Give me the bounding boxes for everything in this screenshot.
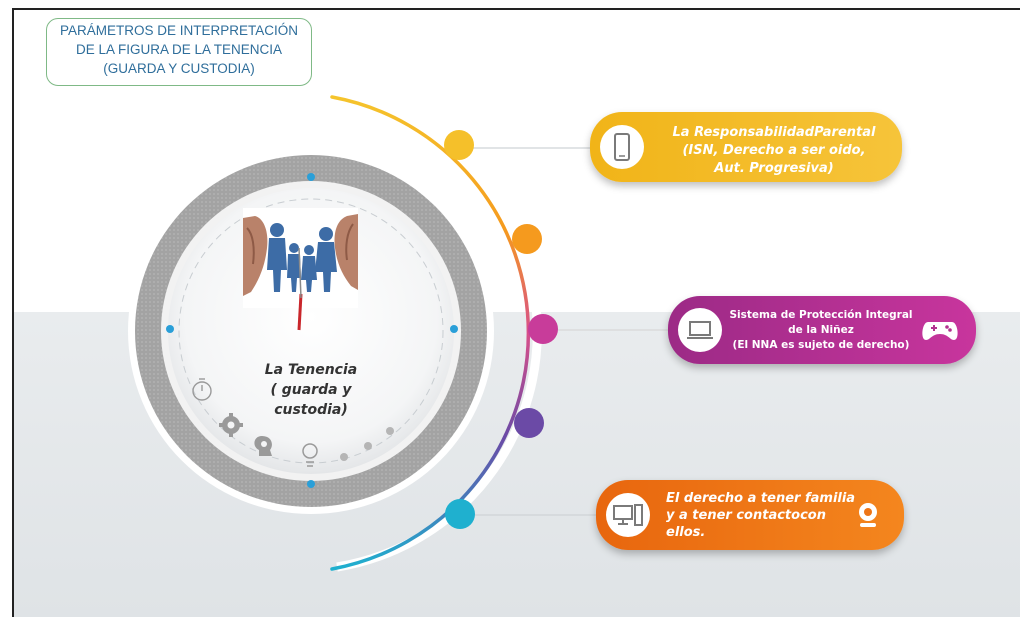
arc-dot [444, 130, 474, 160]
title-box: PARÁMETROS DE INTERPRETACIÓN DE LA FIGUR… [46, 18, 312, 86]
icon-circle [678, 308, 722, 352]
hub-label-line: La Tenencia [264, 362, 358, 378]
icon-circle [600, 125, 644, 169]
node-responsabilidad-parental: La ResponsabilidadParental (ISN, Derecho… [590, 112, 902, 182]
hub-face [168, 188, 454, 474]
arc-dot [528, 314, 558, 344]
webcam-icon [859, 503, 877, 527]
frame-line-left [12, 8, 14, 617]
hub-marker-dot [166, 325, 174, 333]
frame-line-top [12, 8, 1020, 10]
node-text-line: y a tener contactocon [666, 508, 826, 523]
node-text-line: (ISN, Derecho a ser oido, [682, 143, 866, 158]
title-line: (GUARDA Y CUSTODIA) [103, 61, 255, 76]
family-photo [243, 208, 358, 331]
node-text-line: ellos. [666, 525, 706, 540]
laptop-icon [687, 321, 713, 339]
node-text: Sistema de Protección Integral de la Niñ… [726, 308, 916, 353]
title-line: PARÁMETROS DE INTERPRETACIÓN [59, 23, 299, 38]
timeline-arc [330, 95, 531, 571]
head-gear-icon [254, 436, 272, 456]
arc-dot [445, 499, 475, 529]
hub-marker-dot [307, 480, 315, 488]
decor-dot [386, 427, 394, 435]
node-sistema-proteccion: Sistema de Protección Integral de la Niñ… [668, 296, 976, 364]
hub-marker-dot [450, 325, 458, 333]
hub-dashed-ring [178, 198, 444, 464]
gamepad-icon [922, 322, 958, 340]
hub-marker-dot [307, 173, 315, 181]
lightbulb-icon [302, 443, 318, 467]
desktop-computer-icon [613, 504, 643, 526]
node-text: El derecho a tener familia y a tener con… [666, 490, 866, 541]
node-text-line: Sistema de Protección Integral [729, 309, 913, 321]
decor-dot [340, 453, 348, 461]
hub-label-line: ( guarda y custodia) [270, 382, 352, 418]
decor-dot [364, 442, 372, 450]
stopwatch-icon [192, 378, 212, 401]
node-text-line: Aut. Progresiva) [714, 161, 834, 176]
node-text: La ResponsabilidadParental (ISN, Derecho… [654, 124, 894, 178]
hub-label: La Tenencia ( guarda y custodia) [236, 360, 386, 420]
node-text-line: La ResponsabilidadParental [672, 125, 876, 140]
arc-dot [512, 224, 542, 254]
icon-circle [606, 493, 650, 537]
mobile-phone-icon [614, 133, 630, 161]
gear-icon [219, 413, 243, 437]
node-text-line: (El NNA es sujeto de derecho) [732, 339, 910, 351]
node-derecho-familia: El derecho a tener familia y a tener con… [596, 480, 904, 550]
title-line: DE LA FIGURA DE LA TENENCIA [75, 42, 283, 57]
node-text-line: El derecho a tener familia [666, 491, 856, 506]
node-text-line: de la Niñez [788, 324, 854, 336]
arc-dot [514, 408, 544, 438]
